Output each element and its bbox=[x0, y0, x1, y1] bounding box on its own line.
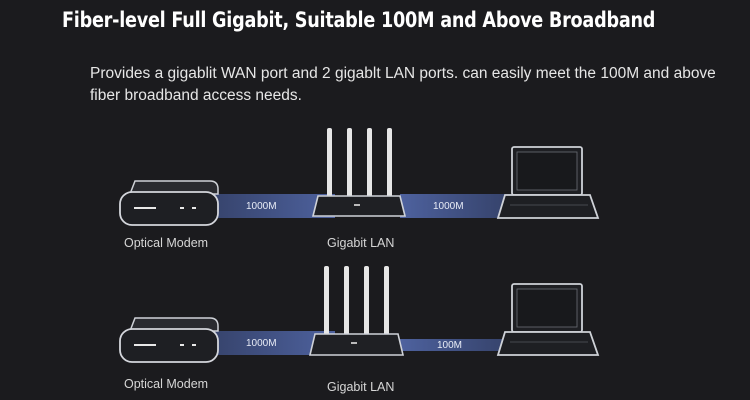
modem-label: Optical Modem bbox=[124, 236, 208, 250]
diagram-row-1: 1000M 1000M Optical Modem Gigabit LAN bbox=[119, 128, 600, 250]
link-speed-label-in: 1000M bbox=[246, 338, 277, 349]
optical-modem-icon bbox=[119, 180, 219, 226]
network-diagram: 1000M 1000M Optical Modem Gigabit LAN bbox=[119, 128, 600, 394]
link-speed-label-out: 1000M bbox=[433, 201, 464, 212]
router-icon bbox=[311, 128, 407, 217]
diagram-row-2: 1000M 100M Optical Modem Gigabit LAN bbox=[119, 266, 600, 394]
page-title: Fiber-level Full Gigabit, Suitable 100M … bbox=[62, 8, 656, 32]
modem-label: Optical Modem bbox=[124, 377, 208, 391]
laptop-icon bbox=[496, 146, 600, 219]
page-description: Provides a gigablit WAN port and 2 gigab… bbox=[90, 65, 716, 104]
link-speed-label-out: 100M bbox=[437, 340, 462, 351]
router-label: Gigabit LAN bbox=[327, 380, 394, 394]
optical-modem-icon bbox=[119, 317, 219, 363]
router-label: Gigabit LAN bbox=[327, 236, 394, 250]
laptop-icon bbox=[496, 283, 600, 356]
router-icon bbox=[308, 266, 405, 356]
link-speed-label-in: 1000M bbox=[246, 201, 277, 212]
